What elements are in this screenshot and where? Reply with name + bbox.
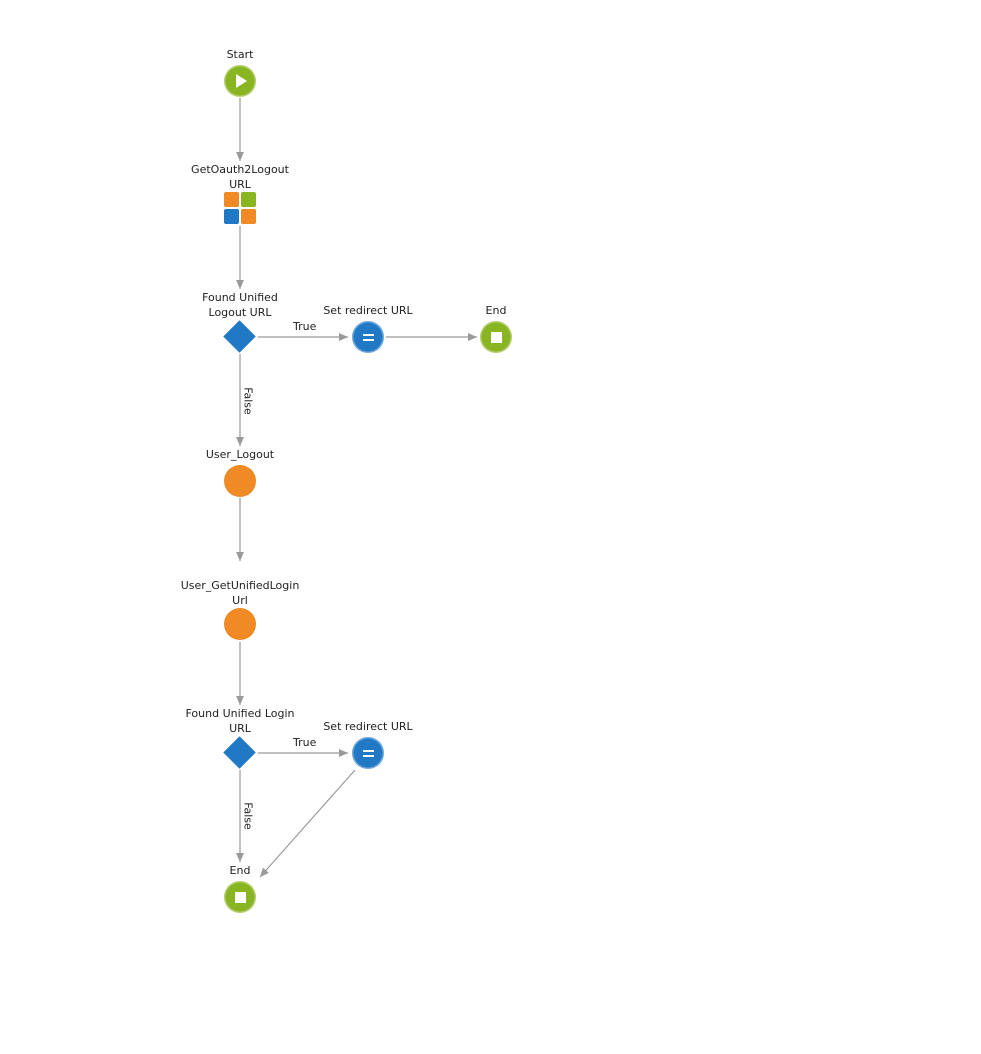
if-login-label: Found Unified Login URL [185,707,295,735]
get-logout-url-node[interactable] [224,192,256,224]
stop-icon [224,881,256,913]
user-logout-label: User_Logout [205,448,275,461]
get-login-url-node[interactable] [224,608,256,640]
assign-logout-node[interactable] [352,321,384,353]
assign-equals-icon [352,321,384,353]
if-logout-label: Found Unified Logout URL [202,291,278,319]
assign-login-label: Set redirect URL [323,720,413,733]
if-login-node[interactable] [223,736,256,769]
play-icon [224,65,256,97]
user-logout-node[interactable] [224,465,256,497]
edge-label-login-false: False [241,802,255,830]
decision-diamond-icon [223,736,256,769]
start-node[interactable] [224,65,256,97]
end-bottom-node[interactable] [224,881,256,913]
edge-label-logout-true: True [293,320,317,333]
assign-equals-icon [352,737,384,769]
end-top-label: End [485,304,507,317]
end-top-node[interactable] [480,321,512,353]
assign-logout-label: Set redirect URL [323,304,413,317]
stop-icon [480,321,512,353]
assign-login-node[interactable] [352,737,384,769]
edge-label-login-true: True [293,736,317,749]
edge-label-logout-false: False [241,387,255,415]
get-login-url-label: User_GetUnifiedLogin Url [180,579,300,607]
server-action-icon [224,608,256,640]
service-action-icon [224,192,256,224]
server-action-icon [224,465,256,497]
connector-assign-login-to-end [259,769,356,878]
get-logout-url-label: GetOauth2Logout URL [191,163,289,191]
start-label: Start [226,48,254,61]
decision-diamond-icon [223,320,256,353]
end-bottom-label: End [229,864,251,877]
if-logout-node[interactable] [223,320,256,353]
